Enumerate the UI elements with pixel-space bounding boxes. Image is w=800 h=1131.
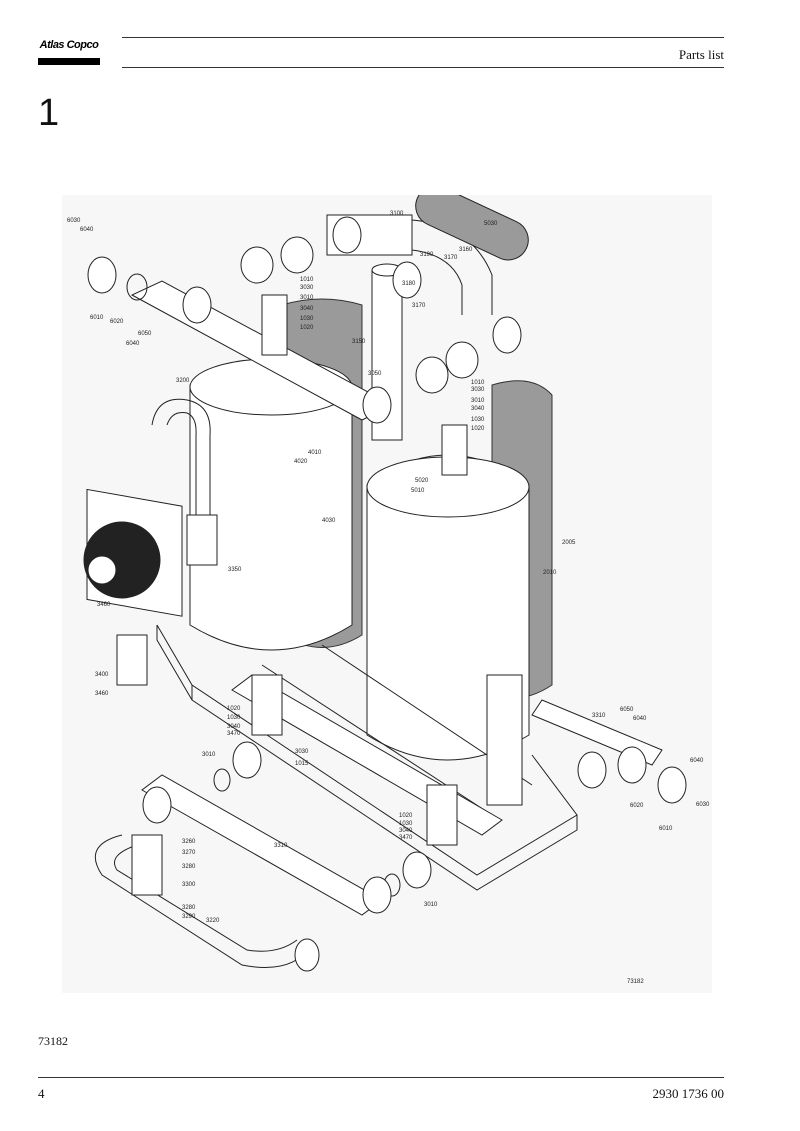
part-label: 6030 (67, 218, 81, 224)
header-top-rule (122, 37, 724, 38)
document-number: 2930 1736 00 (652, 1086, 725, 1101)
part-label: 6050 (620, 707, 634, 713)
part-label: 3150 (352, 339, 366, 345)
part-label: 3030 (471, 387, 485, 393)
valve-stack-top-right (441, 424, 468, 476)
logo-wordmark: Atlas Copco (39, 39, 99, 51)
part-label: 5010 (411, 488, 425, 494)
part-label: 3190 (420, 252, 434, 258)
bottom-pipe (141, 774, 383, 916)
part-label: 3280 (182, 864, 196, 870)
valve-stack-lower (251, 674, 283, 736)
footer-rule (38, 1077, 724, 1078)
part-label: 2010 (543, 570, 557, 576)
part-label: 3220 (206, 918, 220, 924)
part-label: 6040 (80, 227, 94, 233)
part-label: 1020 (399, 813, 413, 819)
silencer (415, 195, 529, 261)
part-label: 4010 (308, 450, 322, 456)
part-label: 4020 (294, 459, 308, 465)
part-label: 1020 (227, 706, 241, 712)
part-label: 6040 (690, 758, 704, 764)
valve-stack-3400 (116, 634, 148, 686)
part-label: 1015 (295, 761, 309, 767)
part-label: 6030 (696, 802, 710, 808)
part-label: 3160 (459, 247, 473, 253)
figure-caption: 73182 (38, 1034, 68, 1048)
part-label: 2005 (562, 540, 576, 546)
valve-stack-top (261, 294, 288, 356)
atlas-copco-logo: Atlas Copco (38, 36, 100, 66)
valve-stack-left (186, 514, 218, 566)
part-label: 3170 (444, 255, 458, 261)
part-label: 6010 (659, 826, 673, 832)
header-title: Parts list (678, 47, 724, 62)
part-label: 1020 (471, 426, 485, 432)
part-label: 3200 (176, 378, 190, 384)
part-label: 3100 (390, 211, 404, 217)
part-label: 3040 (471, 406, 485, 412)
part-label: 3310 (274, 843, 288, 849)
part-label: 6020 (630, 803, 644, 809)
part-label: 3350 (228, 567, 242, 573)
valve-stack-3300 (131, 834, 163, 896)
part-label: 3470 (227, 731, 241, 737)
part-label: 3010 (300, 295, 314, 301)
part-label: 1010 (471, 380, 485, 386)
part-label: 1020 (300, 325, 314, 331)
part-label: 3280 (182, 905, 196, 911)
support-bracket (486, 674, 523, 806)
part-label: 5020 (415, 478, 429, 484)
exploded-parts-drawing: 6030 6040 6010 6020 6050 6040 3100 5030 … (62, 195, 712, 993)
part-label: 3290 (182, 914, 196, 920)
part-label: 3470 (399, 835, 413, 841)
part-label: 3030 (300, 285, 314, 291)
part-label: 3040 (227, 724, 241, 730)
drawing-number-label: 73182 (627, 979, 644, 985)
part-label: 3030 (295, 749, 309, 755)
j-pipe (151, 398, 211, 515)
part-label: 3260 (182, 839, 196, 845)
part-label: 3310 (592, 713, 606, 719)
part-label: 1030 (471, 417, 485, 423)
part-label: 3010 (471, 398, 485, 404)
part-label: 3040 (300, 306, 314, 312)
part-label: 3400 (95, 672, 109, 678)
part-label: 3050 (368, 371, 382, 377)
part-label: 3040 (399, 828, 413, 834)
part-label: 6040 (633, 716, 647, 722)
part-label: 3010 (202, 752, 216, 758)
part-label: 1010 (300, 277, 314, 283)
part-label: 1030 (300, 316, 314, 322)
part-label: 3270 (182, 850, 196, 856)
header-bottom-rule (122, 67, 724, 68)
part-label: 1030 (227, 715, 241, 721)
logo-bar (38, 58, 100, 65)
base-frame (156, 624, 578, 891)
valve-stack-right-low (426, 784, 458, 846)
part-label: 3460 (97, 602, 111, 608)
part-label: 6040 (126, 341, 140, 347)
part-label: 1030 (399, 821, 413, 827)
part-label: 6010 (90, 315, 104, 321)
part-label: 3300 (182, 882, 196, 888)
page-number: 4 (38, 1086, 45, 1101)
part-label: 3170 (412, 303, 426, 309)
part-label: 4030 (322, 518, 336, 524)
part-label: 3180 (402, 281, 416, 287)
part-label: 6020 (110, 319, 124, 325)
part-label: 3460 (95, 691, 109, 697)
part-label: 6050 (138, 331, 152, 337)
part-label: 5030 (484, 221, 498, 227)
section-number: 1 (38, 92, 60, 134)
part-label: 3010 (424, 902, 438, 908)
